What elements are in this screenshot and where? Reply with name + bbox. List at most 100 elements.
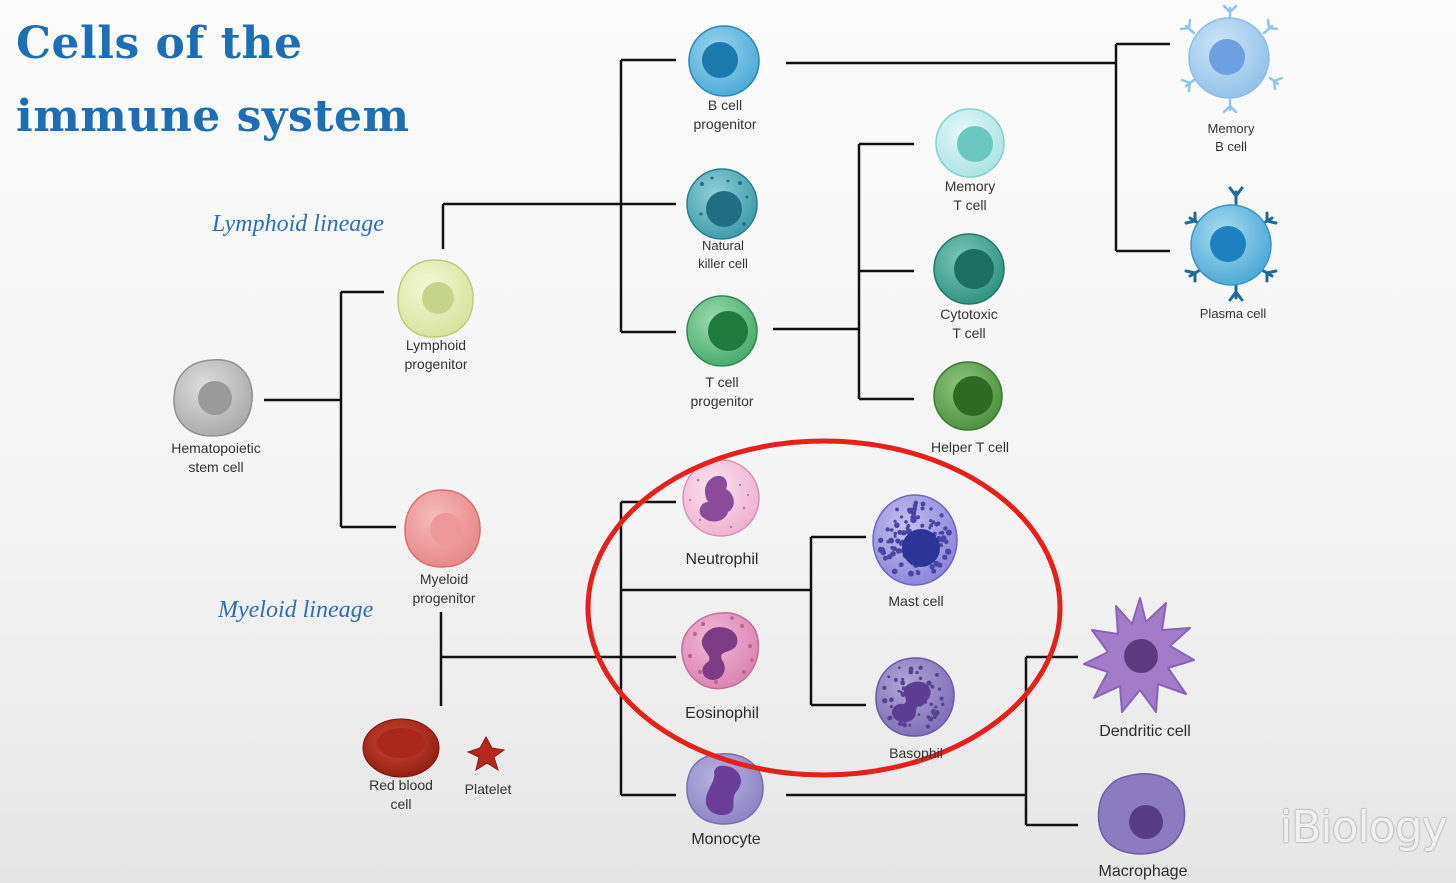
granule (899, 515, 904, 519)
granule (920, 506, 925, 511)
monocyte-label: Monocyte (691, 831, 761, 848)
granule (882, 698, 888, 704)
granule (897, 529, 903, 535)
myeloid-progenitor-icon (404, 489, 481, 568)
granule (896, 523, 900, 527)
granule (931, 708, 936, 713)
granule (913, 500, 919, 506)
granule (936, 521, 941, 526)
hematopoietic-stem-cell-icon (173, 359, 253, 437)
plasma-cell-label: Plasma cell (1199, 306, 1267, 321)
granule (892, 546, 897, 552)
granule (898, 562, 904, 568)
dendritic-cell-label: Dendritic cell (1099, 723, 1191, 740)
granule (893, 531, 897, 536)
granule (928, 526, 932, 530)
granule (897, 721, 903, 727)
granule (929, 564, 935, 570)
granule (911, 509, 917, 515)
granule (926, 680, 932, 686)
red-blood-cell-icon (362, 718, 440, 778)
granule (901, 677, 905, 681)
granule (893, 519, 897, 523)
granule (899, 690, 903, 694)
granule (937, 687, 942, 691)
granule (918, 676, 923, 681)
granule (937, 537, 943, 543)
granule (930, 684, 935, 689)
granule (931, 520, 936, 525)
monocyte-icon (686, 753, 764, 825)
granule (935, 673, 939, 677)
neutrophil-icon (682, 459, 760, 537)
lymphoid-progenitor-icon (397, 259, 474, 338)
granule (918, 665, 923, 670)
granule (908, 723, 912, 727)
granule (916, 571, 921, 576)
mast-cell-label: Mast cell (888, 593, 944, 609)
granule (942, 536, 946, 540)
granule (920, 501, 926, 507)
granule (895, 507, 899, 512)
granule (889, 697, 894, 703)
lymphoid-lineage-label: Lymphoid lineage (212, 211, 384, 237)
basophil-icon (875, 657, 955, 737)
macrophage-icon (1097, 773, 1186, 855)
basophil-label: Basophil (889, 745, 943, 761)
granule (880, 549, 886, 556)
granule (900, 680, 905, 686)
granule (915, 670, 919, 675)
granule (938, 543, 943, 548)
granule (891, 568, 898, 575)
cytotoxic-t-cell-icon (933, 233, 1005, 305)
granule (929, 523, 934, 528)
granule (901, 530, 907, 536)
granule (889, 705, 894, 709)
granule (915, 515, 921, 520)
granule (945, 548, 952, 555)
granule (935, 710, 940, 715)
granule (890, 551, 896, 557)
plasma-cell-icon (1184, 186, 1278, 302)
granule (897, 689, 901, 693)
granule (939, 696, 944, 701)
helper-t-cell-icon (933, 361, 1003, 431)
granule (882, 685, 887, 691)
granule (943, 555, 948, 560)
granule (943, 539, 949, 545)
b-cell-progenitor-icon (688, 25, 760, 97)
granule (878, 537, 884, 543)
granule (939, 513, 944, 518)
granule (889, 528, 894, 532)
memory-b-cell-icon (1179, 4, 1284, 114)
granule (946, 529, 952, 536)
granule (933, 560, 940, 567)
t-cell-progenitor-icon (686, 295, 758, 367)
granule (917, 713, 921, 716)
granule (893, 534, 897, 538)
granule (940, 530, 945, 535)
granule (902, 722, 908, 728)
granule (887, 716, 892, 721)
granule (931, 568, 937, 574)
myeloid-lineage-label: Myeloid lineage (218, 597, 374, 623)
granule (929, 518, 933, 523)
granule (934, 705, 938, 709)
granule (920, 523, 925, 528)
granule (931, 711, 936, 716)
eosinophil-icon (681, 612, 760, 690)
granule (943, 526, 948, 531)
granule (887, 675, 891, 679)
granule (895, 548, 902, 554)
granule (910, 514, 917, 521)
title-line-2: immune system (16, 91, 410, 142)
granule (929, 507, 933, 511)
granule (930, 717, 933, 720)
